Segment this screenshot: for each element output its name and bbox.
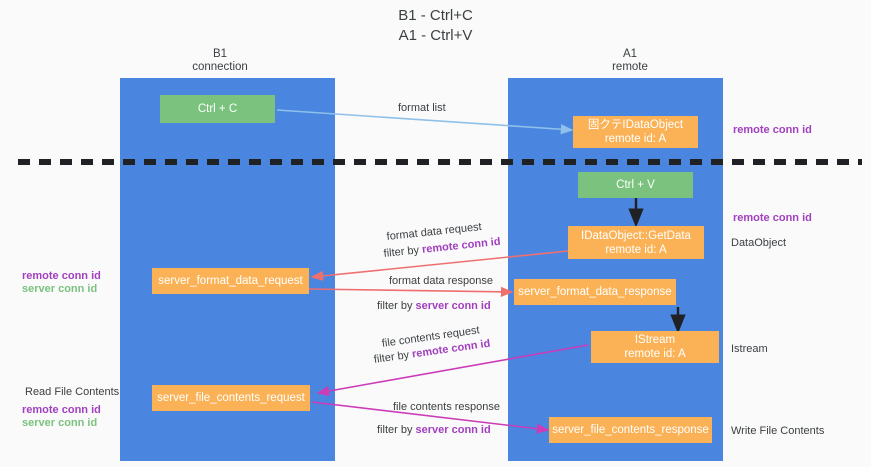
box-server-file-contents-response[interactable]: server_file_contents_response xyxy=(549,417,712,443)
label-file-contents-response: file contents response xyxy=(393,401,501,413)
diagram-title: B1 - Ctrl+C A1 - Ctrl+V xyxy=(0,6,871,46)
box-istream-line1: IStream xyxy=(634,334,676,346)
box-server-format-data-response[interactable]: server_format_data_response xyxy=(514,279,676,305)
column-a1-role: remote xyxy=(612,61,648,73)
box-ctrl-c-label: Ctrl + C xyxy=(197,103,238,115)
arrow-format-data-response xyxy=(305,286,514,297)
label-right-istream: Istream xyxy=(731,343,768,355)
box-ctrl-v[interactable]: Ctrl + V xyxy=(578,172,693,198)
box-idataobject-line2: remote id: A xyxy=(604,133,667,145)
label-left-bottom-remote-conn-id: remote conn id xyxy=(22,404,101,416)
label-fdresp-filter-key: server conn id xyxy=(415,300,491,312)
column-header-a1: A1 remote xyxy=(550,48,710,74)
label-format-data-response: format data response xyxy=(389,275,493,287)
label-format-list: format list xyxy=(398,102,446,114)
label-fcreq-filter-prefix: filter by xyxy=(373,348,413,366)
box-istream-line2: remote id: A xyxy=(624,348,686,360)
column-b1-role: connection xyxy=(192,61,248,73)
column-a1-name: A1 xyxy=(622,48,638,60)
label-right-mid-remote-conn-id: remote conn id xyxy=(733,212,812,224)
box-server-file-contents-request-label: server_file_contents_request xyxy=(157,392,305,404)
label-left-bottom-server-conn-id: server conn id xyxy=(22,417,98,429)
title-line-1: B1 - Ctrl+C xyxy=(398,7,473,24)
label-fdreq-filter-prefix: filter by xyxy=(383,243,423,260)
label-fdresp-filter-prefix: filter by xyxy=(377,300,416,312)
label-right-top-remote-conn-id: remote conn id xyxy=(733,124,812,136)
box-getdata-line1: IDataObject::GetData xyxy=(581,229,691,242)
box-idataobject-getdata[interactable]: IDataObject::GetData remote id: A xyxy=(568,226,704,259)
box-ctrl-c[interactable]: Ctrl + C xyxy=(160,95,275,123)
box-idataobject-line1: 固クテIDataObject xyxy=(587,119,684,131)
box-server-format-data-request-label: server_format_data_request xyxy=(158,275,303,287)
label-right-dataobject: DataObject xyxy=(731,237,787,249)
label-format-data-response-filter: filter by server conn id xyxy=(377,299,491,313)
label-right-write-file-contents: Write File Contents xyxy=(731,425,825,437)
label-left-mid-server-conn-id: server conn id xyxy=(22,283,98,295)
column-b1-name: B1 xyxy=(212,48,228,60)
label-left-mid-remote-conn-id: remote conn id xyxy=(22,270,101,282)
box-server-file-contents-response-label: server_file_contents_response xyxy=(552,424,709,436)
title-line-2: A1 - Ctrl+V xyxy=(398,27,473,44)
box-idataobject-remote[interactable]: 固クテIDataObject remote id: A xyxy=(573,116,698,148)
label-fcresp-filter-key: server conn id xyxy=(415,424,491,436)
box-getdata-line2: remote id: A xyxy=(605,243,667,256)
box-server-format-data-response-label: server_format_data_response xyxy=(518,286,672,298)
label-fcresp-filter-prefix: filter by xyxy=(377,424,416,436)
box-istream-remote[interactable]: IStream remote id: A xyxy=(591,331,719,363)
label-read-file-contents: Read File Contents xyxy=(25,386,120,398)
column-header-b1: B1 connection xyxy=(140,48,300,74)
label-file-contents-response-filter: filter by server conn id xyxy=(377,423,491,437)
box-server-file-contents-request[interactable]: server_file_contents_request xyxy=(152,385,310,411)
box-server-format-data-request[interactable]: server_format_data_request xyxy=(152,268,309,294)
box-ctrl-v-label: Ctrl + V xyxy=(616,179,655,191)
